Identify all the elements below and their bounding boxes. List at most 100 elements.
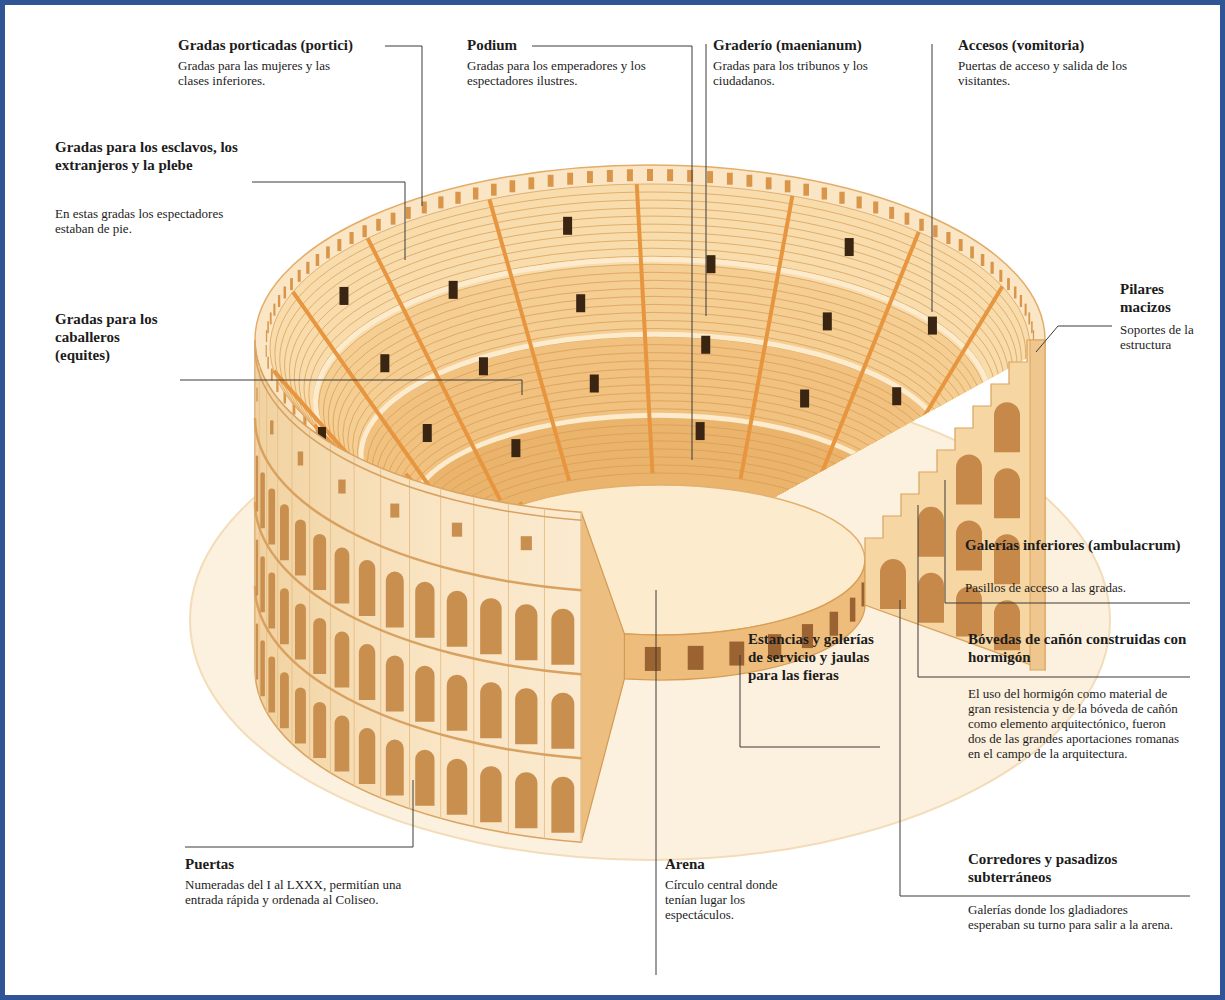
arch-opening: [268, 656, 275, 712]
arch-opening: [335, 632, 350, 688]
portico-opening: [337, 239, 341, 251]
portico-opening: [350, 232, 354, 244]
portico-opening: [746, 175, 752, 187]
portico-opening: [306, 262, 309, 274]
attic-window: [390, 504, 399, 518]
portico-opening: [873, 201, 878, 213]
attic-window: [270, 420, 273, 434]
arch-opening: [447, 591, 468, 647]
attic-window: [298, 451, 303, 465]
portico-opening: [270, 312, 272, 324]
pilaster: [409, 479, 410, 809]
arch-opening: [335, 548, 350, 604]
callout-heading: Puertas: [185, 855, 335, 873]
section-vaults: [880, 402, 1020, 650]
portico-opening: [362, 225, 366, 237]
portico-opening: [438, 196, 443, 208]
portico-opening: [970, 246, 974, 258]
front-section: [581, 512, 624, 842]
portico-opening: [627, 169, 633, 181]
arch-opening: [313, 702, 326, 758]
arch-opening: [515, 604, 537, 660]
arch-opening: [480, 598, 502, 654]
attic-window: [452, 523, 462, 537]
cornice: [255, 418, 581, 590]
attic-window: [256, 388, 257, 402]
callout-heading: Corredores y pasadizos subterráneos: [968, 850, 1188, 886]
portico-opening: [266, 345, 267, 357]
pilaster: [544, 509, 545, 839]
arch-opening: [335, 716, 350, 772]
arch-opening: [268, 572, 275, 628]
vomitorium: [928, 317, 937, 335]
portico-opening: [607, 170, 613, 182]
portico-opening: [1028, 312, 1030, 324]
vomitorium: [701, 336, 710, 354]
callout-heading: Gradas para los caballeros (equites): [55, 310, 175, 364]
portico-opening: [727, 173, 733, 185]
vomitorium: [479, 357, 488, 375]
arch-opening: [415, 666, 434, 722]
pilaster: [473, 497, 474, 827]
vomitorium: [576, 294, 585, 312]
arch-opening: [295, 687, 306, 743]
vomitorium: [854, 463, 863, 481]
cornice: [255, 348, 581, 520]
arch-opening: [551, 693, 574, 749]
cage-opening: [850, 598, 855, 622]
portico-opening: [999, 270, 1002, 282]
barrel-vault: [918, 507, 944, 557]
arch-opening: [256, 456, 258, 512]
portico-opening: [1020, 295, 1022, 307]
portico-opening: [391, 213, 396, 225]
portico-opening: [647, 169, 653, 181]
callout-heading: Arena: [665, 855, 815, 873]
vomitorium: [511, 439, 520, 457]
leader-line: [185, 780, 413, 847]
pilaster: [581, 512, 582, 842]
portico-opening: [981, 254, 985, 266]
portico-opening: [298, 270, 301, 282]
arch-opening: [280, 672, 289, 728]
cage-opening: [862, 582, 865, 606]
portico-opening: [271, 369, 273, 381]
portico-opening: [905, 213, 910, 225]
stair-aisle: [637, 184, 653, 473]
outer-pillar: [1030, 340, 1045, 670]
outer-wall: [255, 340, 581, 842]
portico-opening: [707, 171, 713, 183]
barrel-vault: [880, 559, 906, 609]
arch-opening: [415, 750, 434, 806]
callout-text: Gradas para los tribunos y los ciudadano…: [713, 58, 888, 88]
callout-heading: Graderío (maenianum): [713, 36, 913, 54]
pilaster: [380, 468, 381, 798]
callout-heading: Accesos (vomitoria): [958, 36, 1178, 54]
callout-text: Gradas para los emperadores y los espect…: [467, 58, 682, 88]
stair-aisle: [741, 196, 793, 479]
stair-aisle: [489, 199, 569, 480]
portico-opening: [267, 321, 269, 333]
arch-opening: [256, 624, 258, 680]
attic-window: [338, 480, 345, 494]
portico-opening: [822, 188, 827, 200]
pilaster: [277, 398, 278, 728]
arch-opening: [359, 728, 375, 784]
callout-heading: Gradas porticadas (portici): [178, 36, 418, 54]
portico-opening: [266, 330, 267, 342]
arch-opening: [386, 572, 404, 628]
pilaster: [440, 488, 441, 818]
portico-opening: [1031, 321, 1033, 333]
callout-heading: Gradas para los esclavos, los extranjero…: [55, 138, 245, 174]
portico-opening: [422, 201, 427, 213]
pilaster: [330, 443, 331, 773]
vomitorium: [449, 281, 458, 299]
arch-opening: [515, 688, 537, 744]
leader-line: [656, 590, 657, 975]
portico-opening: [455, 192, 460, 204]
callout-heading: Bóvedas de cañón construidas con hormigó…: [968, 630, 1188, 666]
callout-heading: Podium: [467, 36, 667, 54]
portico-opening: [919, 219, 924, 231]
callout-heading: Estancias y galerías de servicio y jaula…: [748, 630, 880, 684]
portico-opening: [959, 239, 963, 251]
